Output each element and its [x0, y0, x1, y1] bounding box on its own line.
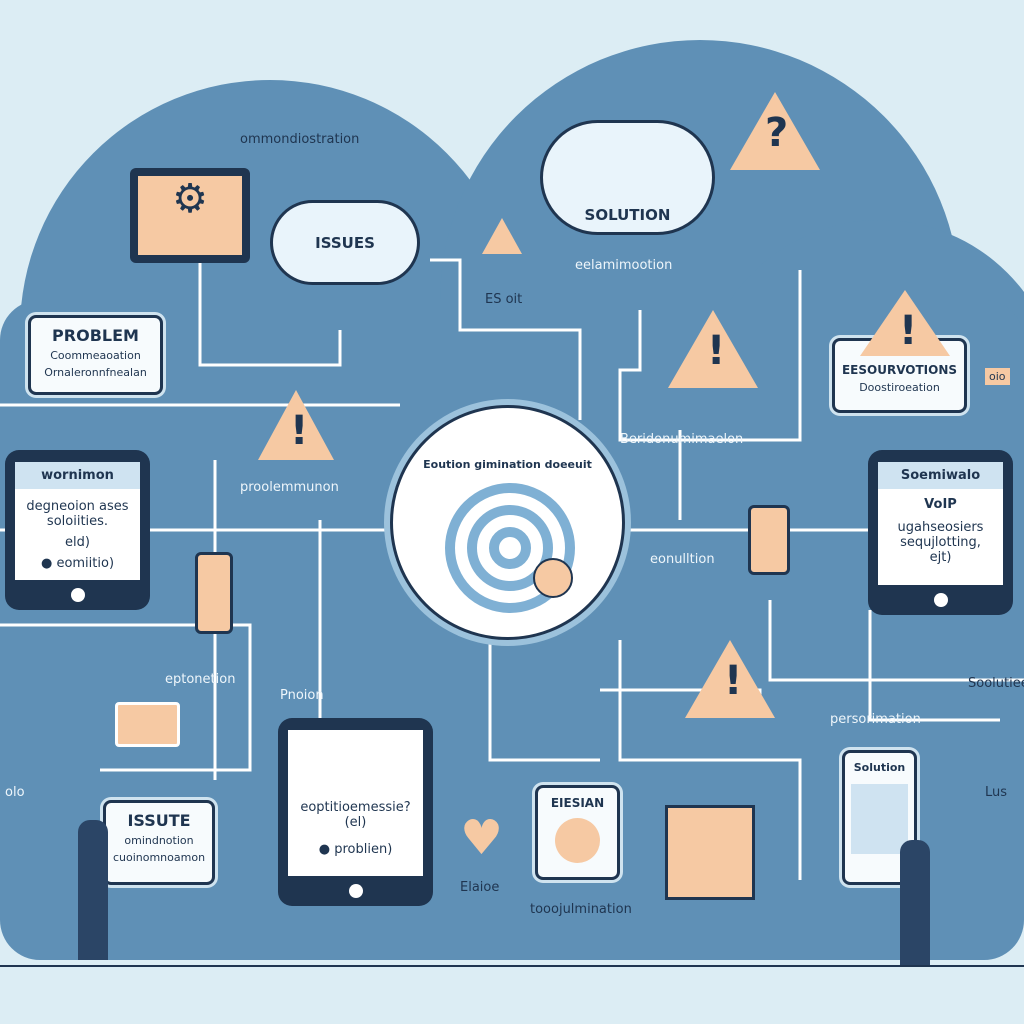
question-warning-icon: ?	[730, 92, 820, 170]
solution-cloud: SOLUTION	[540, 120, 715, 235]
person-figure	[78, 820, 108, 960]
small-warning-icon	[482, 218, 522, 254]
network-icon	[851, 784, 908, 854]
olo-label: olo	[5, 785, 25, 800]
laptop-icon: ⚙	[130, 168, 250, 263]
bottom-caption: tooojulmination	[530, 902, 632, 917]
person-figure	[900, 840, 930, 965]
warning-icon: !	[258, 390, 334, 460]
tablet-line: (el)	[344, 815, 367, 830]
solution-caption-2: eonulltion	[650, 552, 715, 567]
issues-cloud: ISSUES	[270, 200, 420, 285]
tablet-line: sequjlotting,	[900, 535, 981, 550]
resources-subtitle: Doostiroeation	[859, 381, 940, 394]
warning-icon: !	[668, 310, 758, 388]
magnifier-icon	[533, 558, 573, 598]
lus-label: Lus	[985, 785, 1008, 800]
tablet-header: wornimon	[15, 462, 140, 489]
phone-icon	[748, 505, 790, 575]
eiesian-box: EIESIAN	[535, 785, 620, 880]
problem-card: PROBLEM Coommeaoation Ornaleronnfnealan	[28, 315, 163, 395]
tablet-line: eoptitioemessie?	[300, 800, 411, 815]
top-caption: ommondiostration	[240, 132, 360, 147]
heart-icon: ♥	[460, 810, 504, 866]
solution-phone-title: Solution	[853, 761, 906, 774]
warning-icon: !	[685, 640, 775, 718]
proion-label: Pnoion	[280, 688, 324, 703]
home-button	[70, 588, 85, 602]
center-title: Eoution gimination doeeuit	[423, 458, 592, 471]
problem-caption: proolemmunon	[240, 480, 339, 495]
spiral-icon	[555, 818, 600, 863]
right-tablet: Soemiwalo VoIP ugahseosiers sequjlotting…	[868, 450, 1013, 615]
tablet-header: Soemiwalo	[878, 462, 1003, 489]
problem-title: PROBLEM	[52, 326, 139, 345]
tablet-line: soloiities.	[46, 514, 109, 529]
tablet-line: ejt)	[929, 550, 952, 565]
issue-line: omindnotion	[124, 834, 194, 847]
gear-icon: ⚙	[138, 176, 242, 255]
tablet-line: ugahseosiers	[897, 520, 984, 535]
center-target: Eoution gimination doeeuit	[390, 405, 625, 640]
elaioe-label: Elaioe	[460, 880, 500, 895]
option-caption: eptonetion	[165, 672, 236, 687]
es-oit-label: ES oit	[485, 292, 523, 307]
issue-line: cuoinomnoamon	[112, 851, 206, 864]
ground-line	[0, 965, 1024, 967]
problem-line: Coommeaoation	[50, 349, 141, 362]
bottom-tablet: eoptitioemessie? (el) ● problien)	[278, 718, 433, 906]
solution-caption: eelamimootion	[575, 258, 673, 273]
problem-line: Ornaleronnfnealan	[44, 366, 147, 379]
tablet-line: eld)	[65, 535, 90, 550]
soolutieeno-label: Soolutieeno	[968, 676, 1024, 691]
resources-title: EESOURVOTIONS	[841, 363, 958, 377]
eiesian-title: EIESIAN	[550, 796, 605, 810]
issue-board: ISSUTE omindnotion cuoinomnoamon	[103, 800, 215, 885]
home-button	[348, 884, 363, 898]
home-button	[933, 593, 948, 607]
right-caption: Beridonumimaelon	[620, 432, 744, 447]
persorimation-label: persorimation	[830, 712, 921, 727]
image-card-icon	[115, 702, 180, 747]
tablet-line: ● problien)	[318, 842, 393, 857]
tablet-line: ● eomiitio)	[40, 556, 115, 571]
phone-icon	[195, 552, 233, 634]
badge: oio	[985, 368, 1010, 385]
house-icon	[665, 805, 755, 900]
warning-icon: !	[860, 290, 950, 356]
target-icon	[445, 483, 575, 613]
tablet-title: VoIP	[924, 497, 957, 512]
left-tablet: wornimon degneoion ases soloiities. eld)…	[5, 450, 150, 610]
issue-title: ISSUTE	[127, 811, 191, 830]
tablet-line: degneoion ases	[26, 499, 129, 514]
